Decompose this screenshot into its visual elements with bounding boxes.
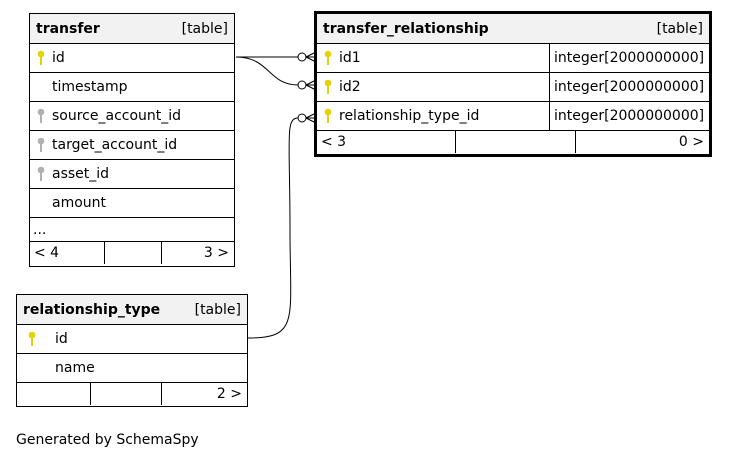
link-reltype-id-to-relationship-type-id (247, 117, 299, 339)
children-count[interactable]: 3 > (161, 242, 234, 264)
primary-key-icon (317, 79, 339, 95)
column-name: asset_id (52, 166, 110, 182)
table-footer: 2 > (17, 383, 247, 405)
table-kind: [table] (181, 20, 228, 37)
table-footer: < 4 3 > (30, 242, 234, 264)
table-name: relationship_type (23, 301, 161, 318)
foreign-key-icon (30, 137, 52, 153)
table-footer: < 3 0 > (317, 131, 709, 153)
table-kind: [table] (656, 20, 703, 37)
column-type: integer[2000000000] (549, 102, 709, 130)
foreign-key-icon (30, 166, 52, 182)
table-relationship-type[interactable]: relationship_type [table] id name 2 > (16, 294, 248, 407)
column-type: integer[2000000000] (549, 73, 709, 101)
table-transfer[interactable]: transfer [table] id timestamp source_acc… (29, 13, 235, 267)
column-name: name (55, 360, 95, 376)
more-columns-indicator: ... (33, 221, 47, 238)
column-row[interactable]: id1 integer[2000000000] (317, 44, 709, 73)
more-columns-row: ... (30, 218, 234, 242)
column-row[interactable]: relationship_type_id integer[2000000000] (317, 102, 709, 131)
table-header: relationship_type [table] (17, 295, 247, 325)
primary-key-icon (317, 108, 339, 124)
children-count[interactable]: 0 > (575, 131, 709, 153)
table-header: transfer [table] (30, 14, 234, 44)
column-name: id (55, 331, 68, 347)
column-row[interactable]: id (30, 44, 234, 73)
table-name: transfer (36, 20, 100, 37)
column-name: id (52, 50, 65, 66)
table-kind: [table] (194, 301, 241, 318)
table-name: transfer_relationship (323, 20, 489, 37)
column-name: amount (52, 195, 107, 211)
children-count[interactable]: 2 > (161, 383, 247, 405)
column-row[interactable]: id2 integer[2000000000] (317, 73, 709, 102)
link-transfer-id-to-id2 (235, 56, 299, 86)
footer-middle (90, 383, 161, 405)
parents-count[interactable]: < 3 (321, 134, 347, 150)
column-name: relationship_type_id (339, 108, 480, 124)
column-row[interactable]: source_account_id (30, 102, 234, 131)
primary-key-icon (30, 50, 52, 66)
primary-key-icon (317, 50, 339, 66)
column-name: id1 (339, 50, 361, 66)
generator-credit: Generated by SchemaSpy (16, 432, 199, 448)
column-row[interactable]: name (17, 354, 247, 383)
column-name: target_account_id (52, 137, 178, 153)
column-row[interactable]: amount (30, 189, 234, 218)
parents-count[interactable]: < 4 (34, 245, 60, 261)
column-row[interactable]: id (17, 325, 247, 354)
crowsfoot-id1 (297, 51, 317, 63)
table-transfer-relationship[interactable]: transfer_relationship [table] id1 intege… (314, 11, 712, 157)
crowsfoot-relationship-type-id (297, 112, 317, 124)
column-name: source_account_id (52, 108, 182, 124)
column-row[interactable]: asset_id (30, 160, 234, 189)
column-type: integer[2000000000] (549, 44, 709, 72)
table-header: transfer_relationship [table] (317, 14, 709, 44)
footer-middle (455, 131, 575, 153)
footer-middle (104, 242, 161, 264)
column-name: timestamp (52, 79, 128, 95)
parents-count[interactable] (17, 383, 90, 405)
column-row[interactable]: target_account_id (30, 131, 234, 160)
primary-key-icon (17, 331, 47, 347)
foreign-key-icon (30, 108, 52, 124)
column-name: id2 (339, 79, 361, 95)
column-row[interactable]: timestamp (30, 73, 234, 102)
